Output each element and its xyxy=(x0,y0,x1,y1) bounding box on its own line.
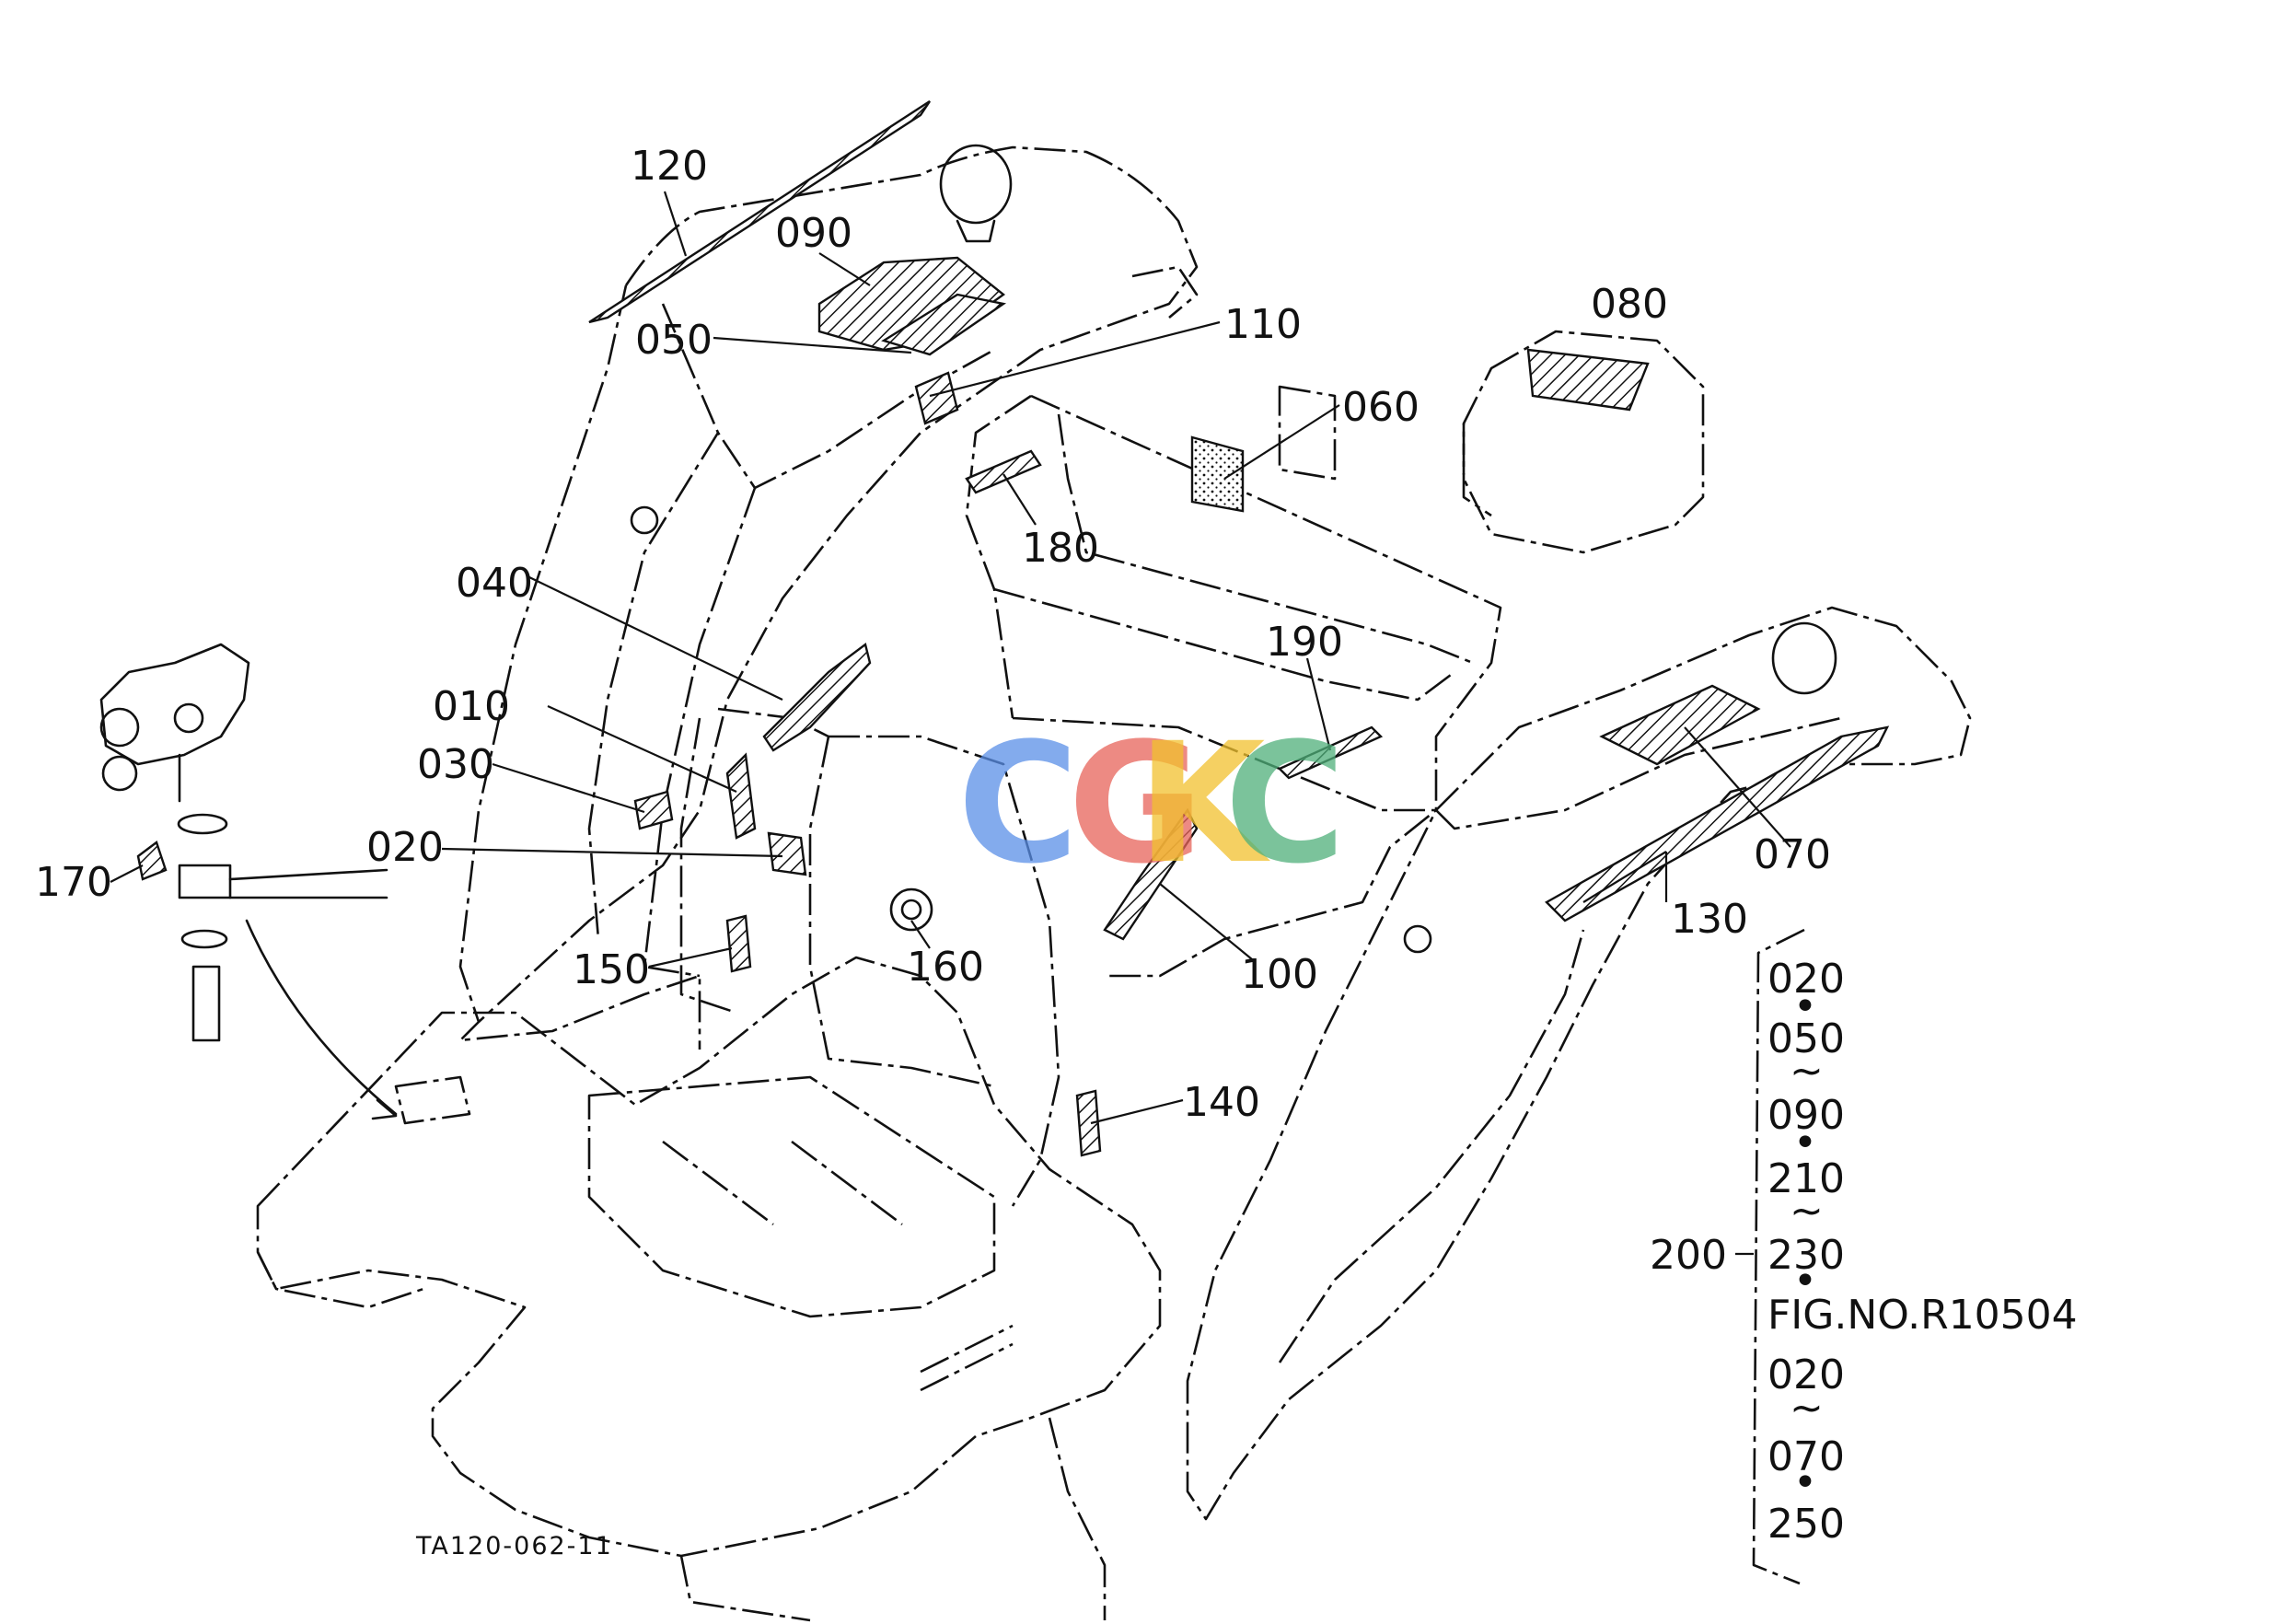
decal-140 xyxy=(1075,1089,1102,1157)
decal-020 xyxy=(767,831,807,876)
kit-item-figure-ref: FIG.NO.R10504 xyxy=(1767,1292,2078,1339)
callout-110: 110 xyxy=(1224,301,1302,348)
callout-050: 050 xyxy=(635,317,713,364)
callout-030: 030 xyxy=(417,741,494,788)
decal-110 xyxy=(914,371,959,425)
kit-list: 200 020 • 050 ~ 090 • 210 ~ 230 • FIG.NO… xyxy=(1650,928,2078,1585)
kit-item: 050 xyxy=(1767,1015,1845,1062)
kit-separator: • xyxy=(1793,1258,1817,1305)
callout-020: 020 xyxy=(366,824,444,871)
callout-190: 190 xyxy=(1266,619,1343,666)
watermark-logo: C G K C xyxy=(957,708,1346,900)
callout-010: 010 xyxy=(433,683,510,730)
decal-080 xyxy=(1526,348,1650,412)
callout-160: 160 xyxy=(907,944,984,991)
decal-shapes xyxy=(588,99,1890,1157)
kit-separator: • xyxy=(1793,1119,1817,1166)
leader-lines xyxy=(110,191,1791,1125)
decal-060 xyxy=(1190,435,1245,513)
callout-120: 120 xyxy=(631,143,708,190)
kit-number: 200 xyxy=(1650,1232,1727,1279)
watermark-letter: C xyxy=(957,708,1079,900)
valve-block-illustration xyxy=(99,643,398,1120)
decal-030 xyxy=(633,790,674,830)
callout-170: 170 xyxy=(35,859,112,906)
decal-180 xyxy=(965,449,1042,494)
kit-item: 250 xyxy=(1767,1501,1845,1548)
kit-item: 210 xyxy=(1767,1155,1845,1202)
callout-140: 140 xyxy=(1183,1079,1260,1126)
decal-010 xyxy=(725,752,757,840)
decal-040 xyxy=(762,642,872,752)
decal-050 xyxy=(881,293,1007,356)
decal-100 xyxy=(1103,807,1199,941)
callout-070: 070 xyxy=(1754,831,1831,878)
kit-separator: ~ xyxy=(1790,1385,1824,1432)
decal-150 xyxy=(725,914,752,973)
callout-060: 060 xyxy=(1342,384,1420,431)
kit-separator: ~ xyxy=(1790,1048,1824,1095)
callout-080: 080 xyxy=(1591,281,1668,328)
watermark-letter: C xyxy=(1224,708,1346,900)
watermark-letter: G xyxy=(1068,708,1204,900)
callout-labels: 120 090 050 110 080 060 180 040 190 010 … xyxy=(35,143,1831,1126)
callout-040: 040 xyxy=(456,560,533,607)
kit-separator: • xyxy=(1793,983,1817,1030)
kit-item: 070 xyxy=(1767,1433,1845,1480)
decal-120 xyxy=(588,99,931,324)
kit-item: 230 xyxy=(1767,1232,1845,1279)
callout-150: 150 xyxy=(573,946,650,993)
decal-130 xyxy=(1545,725,1890,922)
kit-item: 020 xyxy=(1767,1351,1845,1398)
callout-130: 130 xyxy=(1671,896,1748,943)
callout-180: 180 xyxy=(1022,525,1099,572)
decal-190 xyxy=(1277,725,1384,780)
watermark-letter: K xyxy=(1137,708,1270,900)
key-switch-160 xyxy=(889,887,933,932)
decal-070 xyxy=(1599,684,1761,766)
callout-090: 090 xyxy=(775,210,852,257)
kit-item: 090 xyxy=(1767,1092,1845,1139)
callout-100: 100 xyxy=(1241,951,1318,998)
kit-separator: ~ xyxy=(1790,1188,1824,1235)
figure-code: TA120-062-11 xyxy=(415,1532,613,1560)
kit-separator: • xyxy=(1793,1459,1817,1506)
kit-item: 020 xyxy=(1767,956,1845,1003)
